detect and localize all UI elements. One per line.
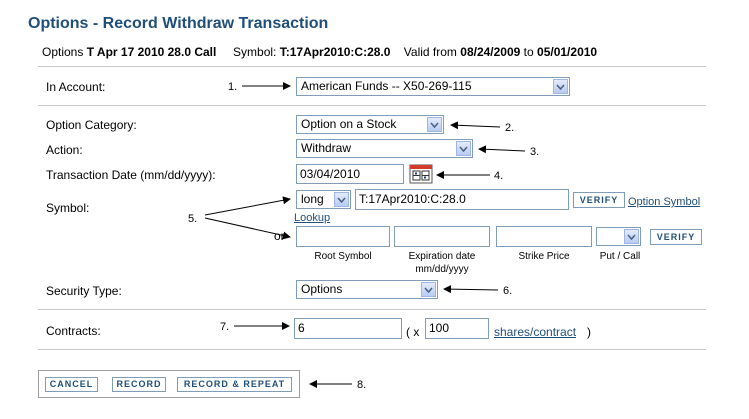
chevron-down-icon[interactable]	[334, 192, 349, 207]
annotation-2: 2.	[505, 122, 515, 134]
date-input[interactable]: 03/04/2010	[296, 164, 404, 184]
security-type-select[interactable]: Options	[296, 280, 438, 299]
or-label: or	[274, 229, 285, 243]
info-valid-from: 08/24/2009	[460, 45, 521, 59]
position-select-value: long	[301, 192, 324, 206]
strike-price-caption: Strike Price	[518, 251, 570, 262]
info-to-label: to	[523, 45, 534, 59]
expiration-date-input[interactable]	[394, 226, 490, 247]
root-symbol-input[interactable]	[296, 226, 390, 247]
option-symbol-lookup-link-2[interactable]: Lookup	[294, 212, 331, 224]
annotation-5: 5.	[188, 213, 198, 225]
option-info-line: Options T Apr 17 2010 28.0 Call Symbol: …	[42, 45, 597, 59]
expiration-caption: Expiration date	[408, 251, 476, 262]
info-symbol-value: T:17Apr2010:C:28.0	[279, 45, 391, 59]
contracts-multiplier-label: ( x	[406, 325, 420, 339]
arrow-6	[443, 285, 499, 294]
strike-price-input[interactable]	[496, 226, 592, 247]
account-select-value: American Funds -- X50-269-115	[301, 79, 472, 93]
option-symbol-lookup-link[interactable]: Option Symbol	[628, 196, 701, 208]
security-type-label: Security Type:	[46, 284, 122, 298]
put-call-caption: Put / Call	[599, 251, 641, 262]
expiration-format-caption: mm/dd/yyyy	[415, 264, 469, 275]
root-symbol-caption: Root Symbol	[314, 251, 372, 262]
symbol-input[interactable]: T:17Apr2010:C:28.0	[355, 189, 569, 210]
contracts-input[interactable]: 6	[294, 318, 402, 339]
chevron-down-icon[interactable]	[427, 117, 442, 132]
annotation-6: 6.	[503, 285, 513, 297]
put-call-select[interactable]	[596, 227, 641, 246]
arrow-3	[478, 145, 526, 154]
account-label: In Account:	[46, 80, 106, 94]
chevron-down-icon[interactable]	[421, 282, 436, 297]
annotation-4: 4.	[494, 170, 504, 182]
arrow-5a	[204, 196, 291, 216]
action-select-value: Withdraw	[301, 141, 352, 155]
annotation-8: 8.	[357, 379, 367, 391]
chevron-down-icon[interactable]	[624, 229, 639, 244]
divider	[38, 66, 706, 67]
arrow-2	[450, 121, 501, 130]
shares-contract-link[interactable]: shares/contract	[494, 325, 577, 339]
annotation-7: 7.	[220, 321, 230, 333]
annotation-1: 1.	[228, 81, 238, 93]
page-title: Options - Record Withdraw Transaction	[28, 15, 329, 32]
category-select-value: Option on a Stock	[301, 117, 397, 131]
action-label: Action:	[46, 143, 83, 157]
date-label: Transaction Date (mm/dd/yyyy):	[46, 168, 216, 182]
info-valid-from-label: Valid from	[403, 45, 457, 59]
record-repeat-button[interactable]: RECORD & REPEAT	[177, 377, 292, 392]
info-prefix: Options	[42, 45, 84, 59]
contracts-label: Contracts:	[46, 324, 101, 338]
arrow-5b	[204, 217, 291, 240]
info-symbol-label: Symbol:	[233, 45, 277, 59]
category-select[interactable]: Option on a Stock	[296, 115, 444, 134]
cancel-button[interactable]: CANCEL	[45, 377, 98, 392]
position-select[interactable]: long	[296, 190, 351, 209]
category-label: Option Category:	[46, 118, 137, 132]
account-select[interactable]: American Funds -- X50-269-115	[296, 77, 570, 96]
divider	[38, 349, 706, 350]
divider	[38, 105, 706, 106]
option-name: T Apr 17 2010 28.0 Call	[86, 45, 217, 59]
contracts-paren-close: )	[587, 325, 591, 339]
divider	[38, 309, 706, 310]
calendar-icon[interactable]	[409, 164, 433, 184]
security-type-select-value: Options	[301, 282, 343, 296]
action-select[interactable]: Withdraw	[296, 139, 473, 158]
symbol-label: Symbol:	[46, 201, 90, 215]
action-buttons-box	[38, 370, 300, 398]
verify-button[interactable]: VERIFY	[573, 192, 625, 208]
info-valid-to: 05/01/2010	[537, 45, 598, 59]
verify-button-2[interactable]: VERIFY	[650, 229, 702, 245]
record-button[interactable]: RECORD	[112, 377, 166, 392]
shares-per-contract-input[interactable]: 100	[425, 318, 489, 339]
annotation-3: 3.	[530, 146, 540, 158]
chevron-down-icon[interactable]	[456, 141, 471, 156]
chevron-down-icon[interactable]	[553, 79, 568, 94]
